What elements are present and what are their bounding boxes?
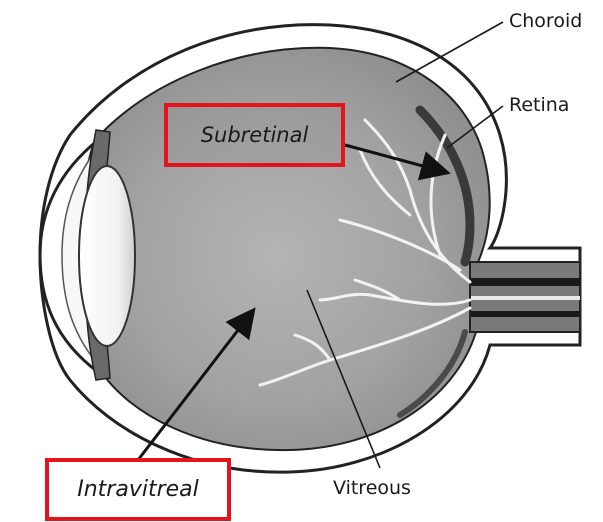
- subretinal-highlight-box: Subretinal: [164, 103, 345, 167]
- subretinal-label: Subretinal: [201, 123, 309, 147]
- optic-nerve: [470, 262, 580, 332]
- retina-label: Retina: [509, 94, 569, 116]
- lens: [79, 166, 135, 346]
- intravitreal-label: Intravitreal: [77, 477, 199, 502]
- vitreous-label: Vitreous: [333, 477, 411, 499]
- choroid-label: Choroid: [509, 10, 582, 32]
- intravitreal-highlight-box: Intravitreal: [45, 458, 231, 521]
